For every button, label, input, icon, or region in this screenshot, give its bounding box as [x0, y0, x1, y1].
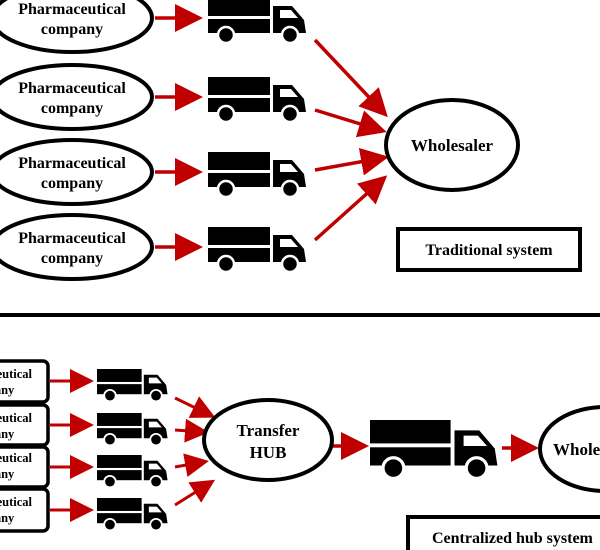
company-label: company	[41, 250, 103, 267]
company-label: company	[0, 511, 15, 525]
company-node: Pharmaceutical company	[0, 138, 154, 206]
truck-icon	[97, 455, 168, 489]
company-name: Pharmaceutical	[0, 495, 33, 509]
company-node: Pharmaceutical company	[0, 63, 154, 131]
company-node: Pharmaceutical company	[0, 0, 154, 54]
truck-icon	[97, 498, 168, 532]
truck-icon	[208, 227, 306, 274]
wholesaler-label: Wholesaler	[553, 440, 600, 459]
company-node: Pharmaceutical company	[0, 359, 50, 404]
transfer-hub-node: Transfer HUB	[202, 398, 334, 482]
flow-arrow	[314, 108, 387, 138]
centralized-system-label-box: Centralized hub system	[406, 515, 600, 550]
hub-section: Pharmaceutical company Pharmaceutical co…	[0, 359, 600, 550]
company-label: company	[0, 467, 15, 481]
company-label: company	[0, 383, 15, 397]
flow-arrow	[313, 175, 388, 242]
wholesaler-node: Wholesaler	[538, 405, 600, 493]
flow-arrow	[174, 453, 209, 477]
company-node: Pharmaceutical company	[0, 487, 50, 533]
truck-icon	[208, 152, 306, 199]
truck-icon	[370, 420, 498, 481]
company-node: Pharmaceutical company	[0, 403, 50, 447]
wholesaler-label: Wholesaler	[411, 136, 494, 155]
flow-arrow	[174, 396, 216, 418]
company-node: Pharmaceutical company	[0, 213, 154, 281]
company-label: company	[41, 175, 103, 192]
company-name: Pharmaceutical	[0, 367, 33, 381]
truck-icon	[97, 413, 168, 447]
company-name: Pharmaceutical	[18, 1, 126, 18]
hub-label-line1: Transfer	[237, 421, 300, 440]
traditional-system-label-box: Traditional system	[396, 227, 582, 272]
company-node: Pharmaceutical company	[0, 445, 50, 489]
truck-icon	[208, 0, 306, 45]
hub-label-line2: HUB	[250, 443, 287, 462]
truck-icon	[208, 77, 306, 124]
flow-arrow	[174, 418, 209, 443]
flow-arrow	[174, 479, 216, 507]
company-name: Pharmaceutical	[18, 80, 126, 97]
company-name: Pharmaceutical	[18, 230, 126, 247]
system-label: Traditional system	[425, 242, 553, 259]
company-label: company	[0, 427, 15, 441]
system-label: Centralized hub system	[432, 530, 594, 547]
company-name: Pharmaceutical	[0, 451, 33, 465]
truck-icon	[97, 369, 168, 403]
flow-arrow	[313, 38, 388, 118]
flow-arrow	[314, 147, 389, 176]
wholesaler-node: Wholesaler	[384, 98, 520, 192]
company-label: company	[41, 100, 103, 117]
company-name: Pharmaceutical	[0, 411, 33, 425]
company-label: company	[41, 21, 103, 38]
company-name: Pharmaceutical	[18, 155, 126, 172]
traditional-section: Pharmaceutical company Pharmaceutical co…	[0, 0, 582, 281]
